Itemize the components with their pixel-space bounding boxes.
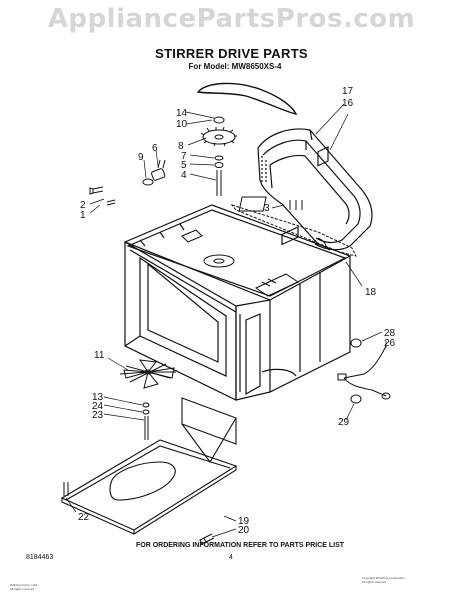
motor-bracket-3 <box>238 196 303 212</box>
callout-1: 1 <box>80 210 86 221</box>
lamp-assembly <box>142 159 166 186</box>
callout-labels: 14 10 8 7 5 4 6 9 2 1 3 17 16 18 11 13 2… <box>78 86 396 536</box>
diagram-title: STIRRER DRIVE PARTS <box>155 46 308 61</box>
callout-28: 28 <box>384 328 396 339</box>
callout-11: 11 <box>94 350 105 361</box>
bottom-cover <box>60 397 238 535</box>
callout-18: 18 <box>365 287 377 298</box>
callout-13: 13 <box>92 392 104 403</box>
callout-6: 6 <box>152 143 158 154</box>
callout-14: 14 <box>176 108 188 119</box>
copyright-left: Whirlpool Corp. USA All rights reserved <box>10 583 38 591</box>
callout-20: 20 <box>238 525 250 536</box>
washer-5 <box>214 162 224 168</box>
wire-harness-26 <box>337 345 391 400</box>
stirrer-shaft <box>216 170 222 196</box>
duct-hook <box>317 237 331 251</box>
callout-19: 19 <box>238 516 250 527</box>
screw-22 <box>63 482 69 496</box>
stirrer-pulley <box>200 126 237 147</box>
callout-24: 24 <box>92 401 104 412</box>
model-number: For Model: MW8650XS-4 <box>188 62 282 71</box>
leader-lines <box>65 103 387 538</box>
ordering-note: FOR ORDERING INFORMATION REFER TO PARTS … <box>135 542 345 549</box>
callout-23: 23 <box>92 410 104 421</box>
washer-7 <box>214 155 224 161</box>
callout-26: 26 <box>384 338 396 349</box>
copyright-right: Copyright Whirlpool Corporation All righ… <box>362 576 405 584</box>
callout-9: 9 <box>138 152 144 163</box>
callout-3: 3 <box>264 203 270 214</box>
callout-2: 2 <box>80 200 86 211</box>
gasket-strip <box>230 204 357 257</box>
washer-24 <box>142 409 150 415</box>
top-plate <box>181 229 203 243</box>
callout-8: 8 <box>178 141 184 152</box>
callout-4: 4 <box>181 170 187 181</box>
magnetron-box <box>254 273 300 297</box>
cabinet-assembly <box>123 146 352 401</box>
shaft-23 <box>144 416 149 440</box>
grommet-29 <box>350 394 362 404</box>
doc-number: 8184463 <box>26 554 54 561</box>
callout-22: 22 <box>78 512 90 523</box>
grommet-28 <box>350 338 362 348</box>
drive-belt <box>196 82 298 115</box>
screw-20 <box>199 533 215 545</box>
callout-10: 10 <box>176 119 188 130</box>
watermark: AppliancePartsPros.com <box>47 4 416 34</box>
washer-10 <box>213 116 225 124</box>
stirrer-fan <box>119 359 176 389</box>
callout-17: 17 <box>342 86 354 97</box>
screws-1-2 <box>89 186 116 206</box>
callout-16: 16 <box>342 98 354 109</box>
callout-7: 7 <box>181 151 187 162</box>
callout-29: 29 <box>338 417 350 428</box>
page-number: 4 <box>229 554 233 561</box>
stirrer-hub <box>203 254 235 268</box>
washer-13 <box>142 402 150 408</box>
callout-5: 5 <box>181 160 187 171</box>
